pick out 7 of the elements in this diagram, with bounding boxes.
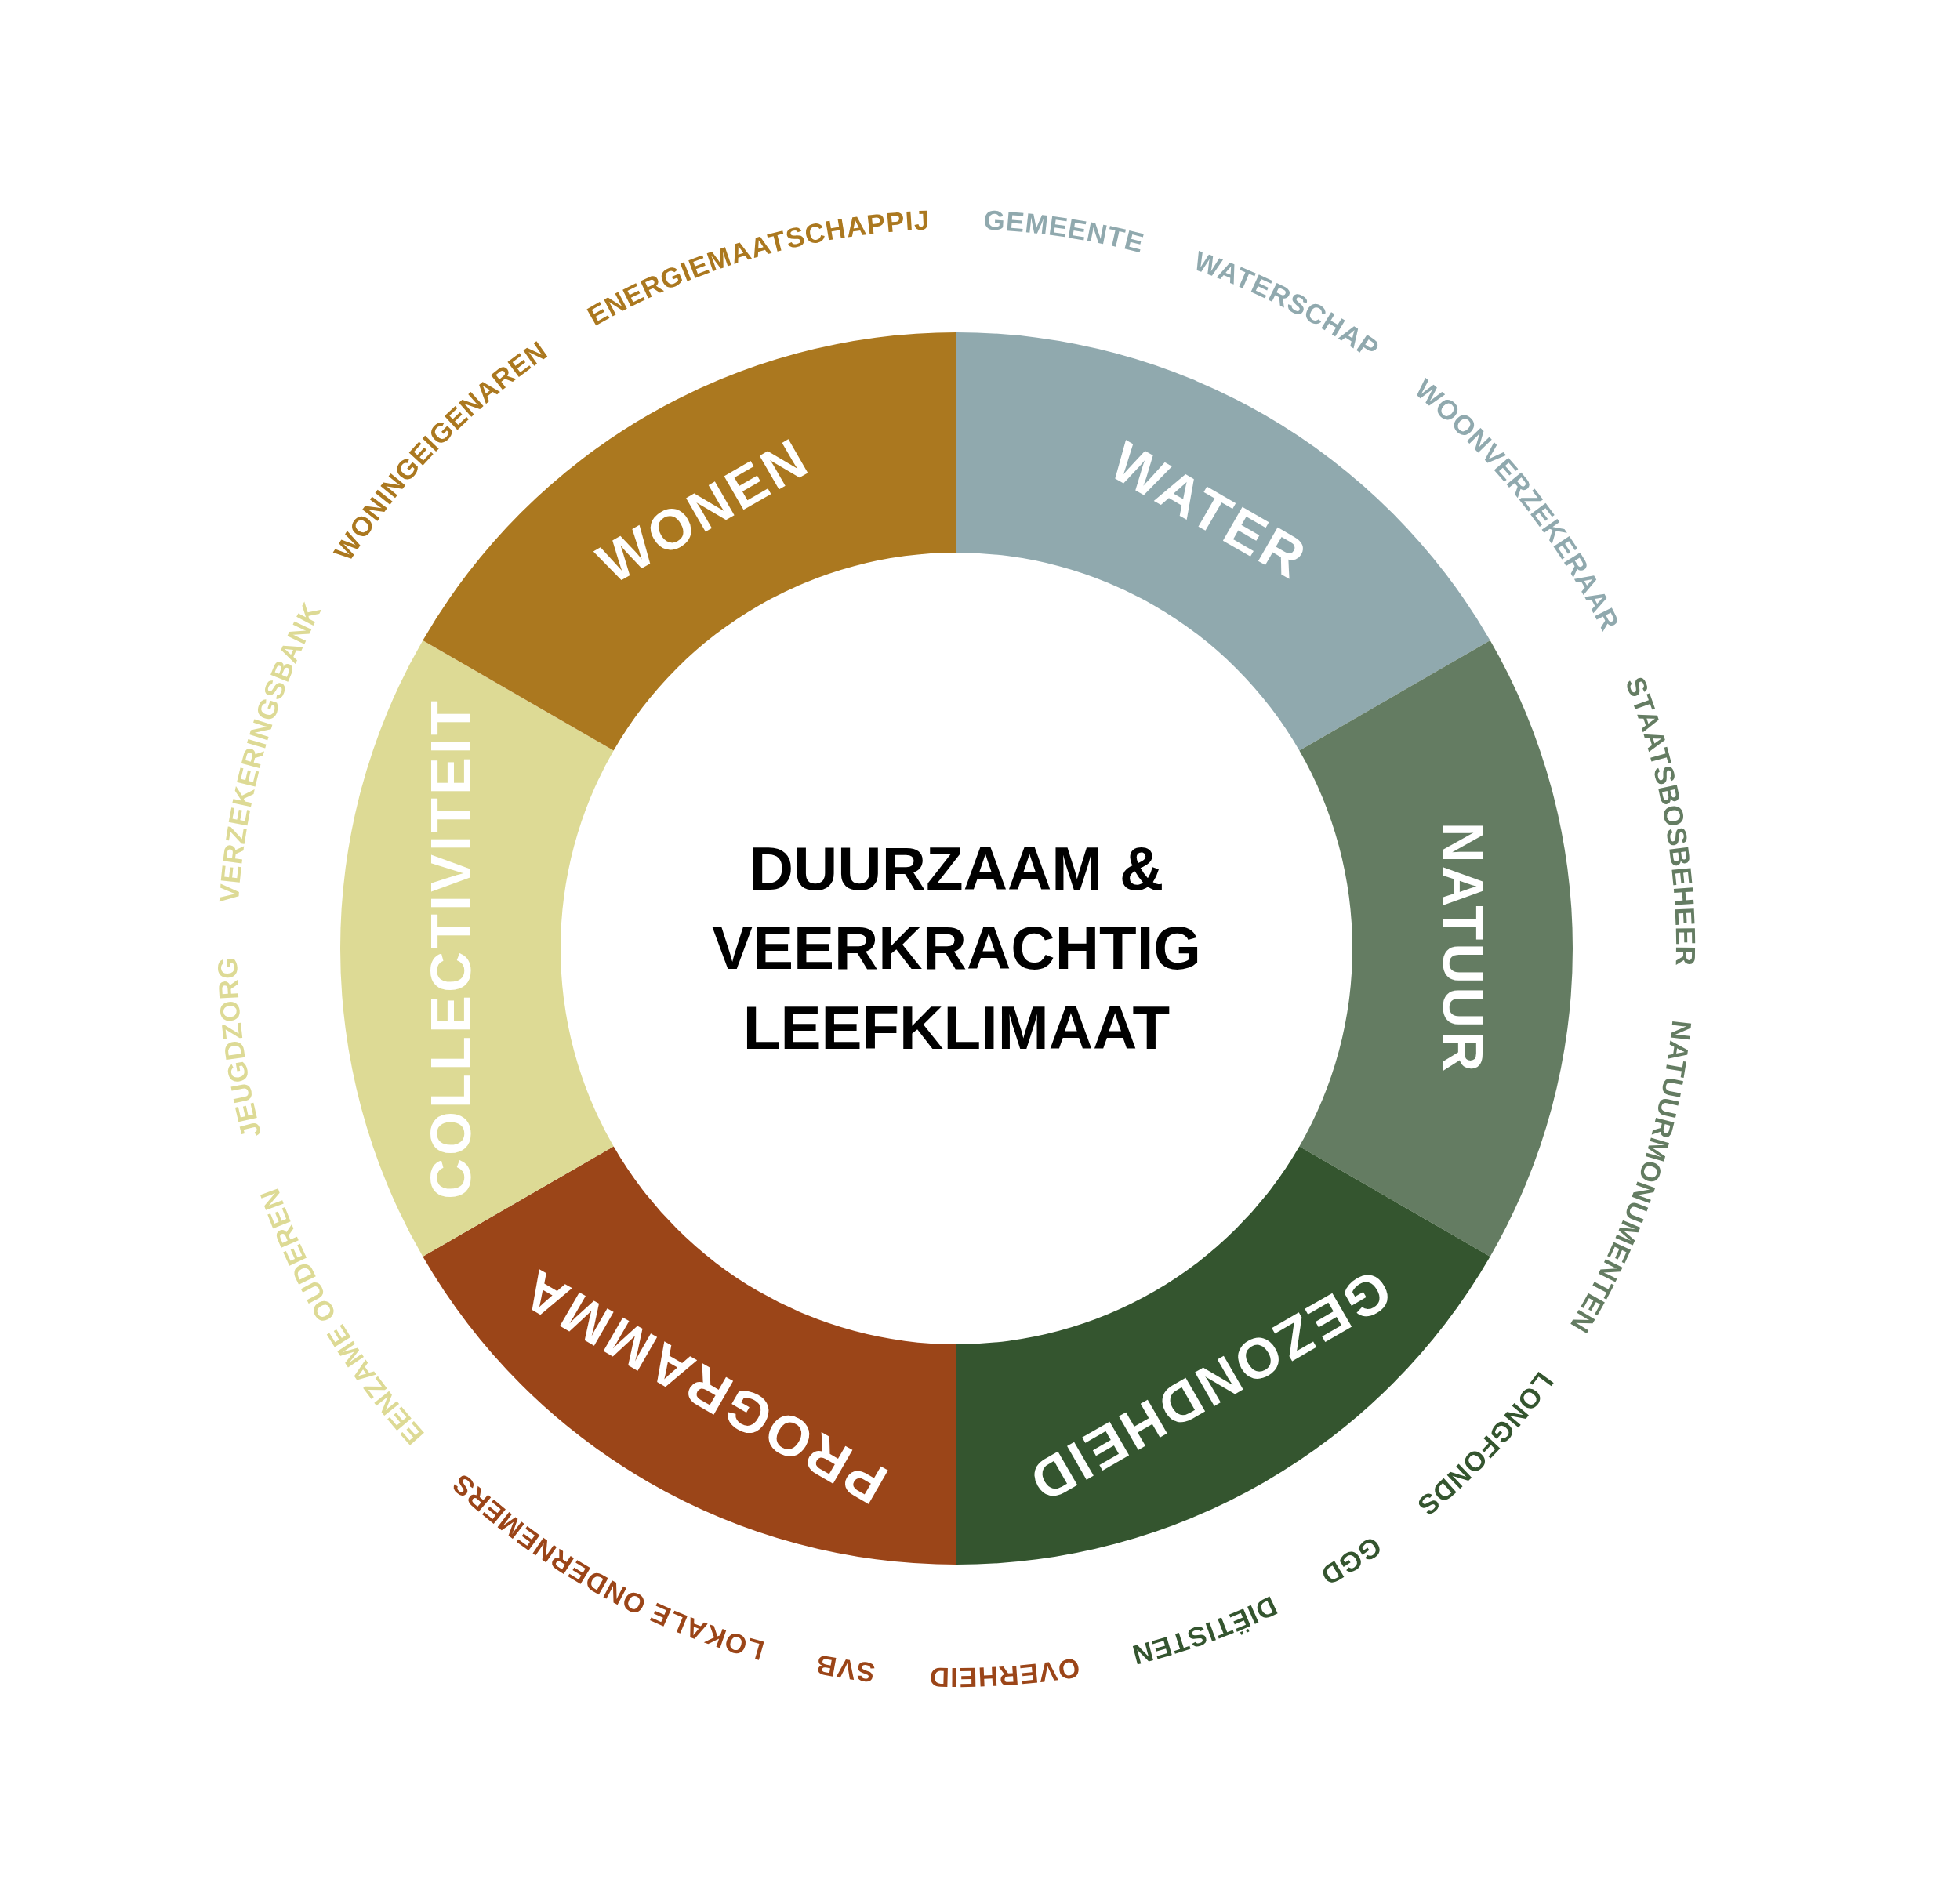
segment-label: COLLECTIVITEIT: [419, 698, 482, 1199]
organisation-label: SVB: [813, 1649, 877, 1689]
organisation-label: GGD: [1315, 1531, 1388, 1593]
organisation-label: GEMEENTE: [982, 204, 1148, 259]
organisation-label: OVERHEID: [928, 1652, 1082, 1694]
center-title: DUURZAAM & VEERKRACHTIG LEEFKLIMAAT: [710, 832, 1202, 1064]
segment-label: NATUUR: [1431, 821, 1494, 1075]
